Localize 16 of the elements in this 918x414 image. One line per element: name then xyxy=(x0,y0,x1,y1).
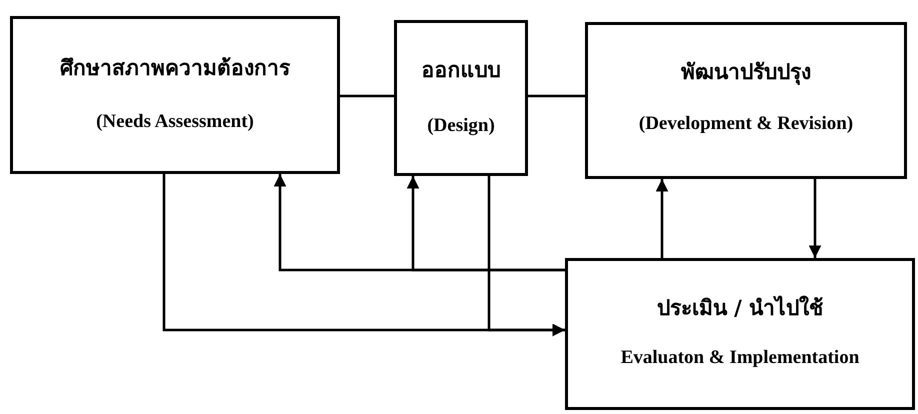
stage-title: ออกแบบ xyxy=(422,57,500,84)
stage-title: พัฒนาปรับปรุง xyxy=(681,59,811,87)
process-box xyxy=(565,258,915,410)
process-box xyxy=(10,16,340,174)
process-box xyxy=(394,20,528,176)
arrow xyxy=(406,176,565,272)
stage-subtitle: (Development & Revision) xyxy=(638,113,854,135)
stage-subtitle: (Needs Assessment) xyxy=(96,111,254,133)
process-box xyxy=(585,22,907,179)
stage-subtitle: Evaluaton & Implementation xyxy=(620,347,860,369)
arrow xyxy=(656,179,668,258)
arrow xyxy=(488,176,565,336)
stage-subtitle: (Design) xyxy=(427,115,495,137)
arrow xyxy=(808,179,822,258)
stage-title: ประเมิน / นำไปใช้ xyxy=(656,294,824,322)
stage-title: ศึกษาสภาพความต้องการ xyxy=(60,55,290,82)
